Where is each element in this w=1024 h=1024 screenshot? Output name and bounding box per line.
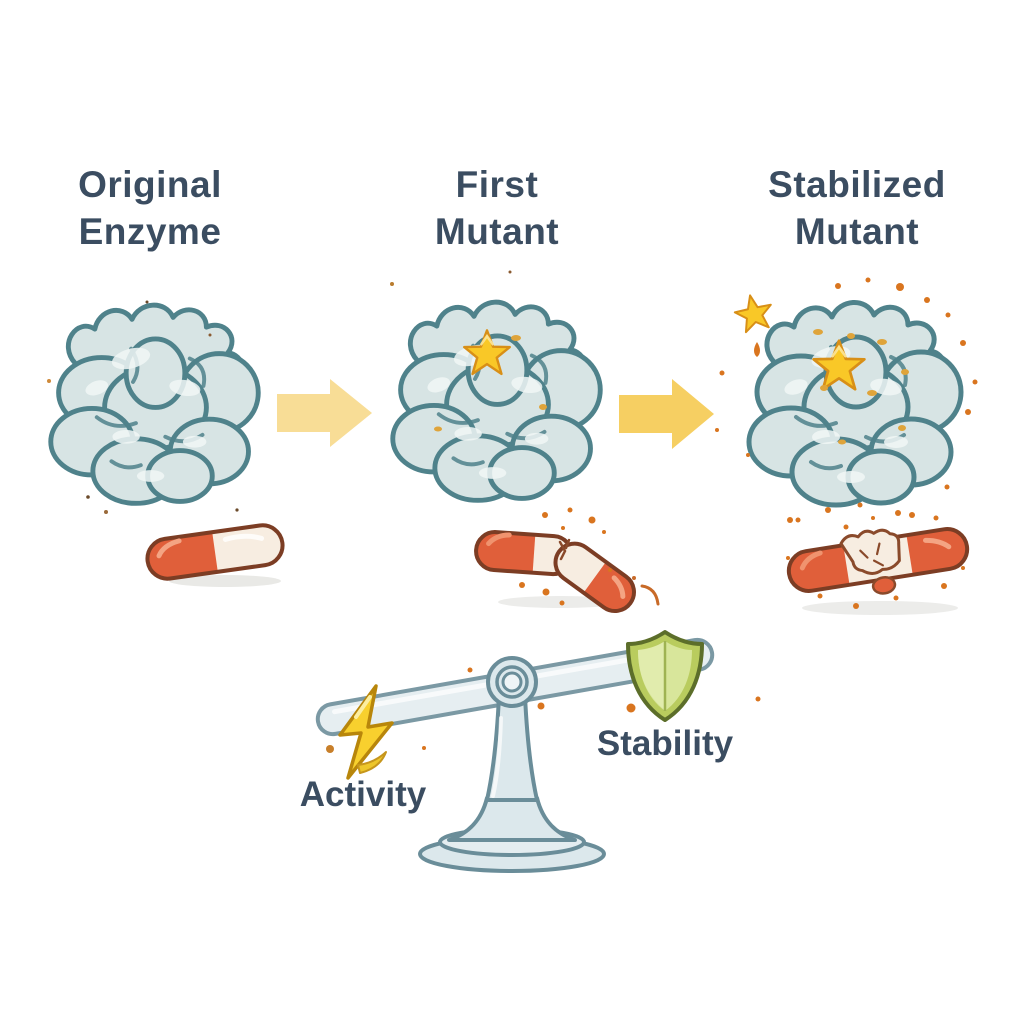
stage-label-line: First <box>455 164 539 205</box>
activity-label: Activity <box>283 775 443 815</box>
lightning-icon <box>338 684 394 780</box>
star-icon <box>733 294 772 334</box>
stage-label-line: Enzyme <box>78 210 222 252</box>
stage-label-line: Stabilized <box>768 164 946 205</box>
stage-label-line: Mutant <box>434 210 560 252</box>
activity-label-text: Activity <box>299 775 427 814</box>
stage-label-original-enzyme: Original Enzyme <box>30 162 270 256</box>
stability-label: Stability <box>585 724 745 764</box>
balance-scale-icon <box>315 637 715 873</box>
arrow-right-icon <box>619 379 714 449</box>
arrow-right-icon <box>277 379 372 447</box>
star-icon <box>812 339 866 391</box>
enzyme-blob-icon <box>746 300 964 508</box>
shield-icon <box>626 630 704 722</box>
stability-label-text: Stability <box>596 724 734 763</box>
stage-label-line: Original <box>78 164 222 205</box>
stage-label-first-mutant: First Mutant <box>377 162 617 256</box>
pill-intact-icon <box>144 523 285 587</box>
pill-crushed-broken-icon <box>785 502 971 615</box>
pill-bent-broken-icon <box>474 507 642 619</box>
enzyme-blob-icon <box>48 302 261 506</box>
stage-label-stabilized-mutant: Stabilized Mutant <box>737 162 977 256</box>
star-icon <box>463 329 511 376</box>
stage-label-line: Mutant <box>794 210 920 252</box>
enzyme-blob-icon <box>390 299 603 503</box>
